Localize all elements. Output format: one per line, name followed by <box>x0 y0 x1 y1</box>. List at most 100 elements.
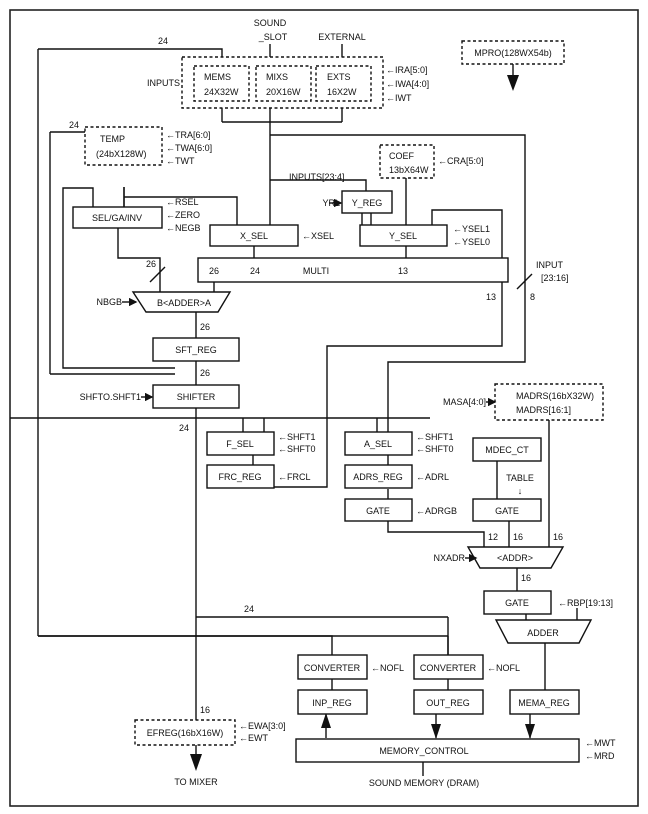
frc-reg-box <box>206 464 275 489</box>
y-sel-box <box>359 224 448 247</box>
converter-in-label: CONVERTER <box>304 663 361 673</box>
temp-name: TEMP <box>100 134 125 144</box>
adder-shape <box>494 619 593 644</box>
bus-width-12: 12 <box>488 532 498 542</box>
external-label: EXTERNAL <box>318 32 366 42</box>
bus-width-temp: 24 <box>69 120 79 130</box>
signal-nbgb: NBGB <box>96 297 122 307</box>
table-arrow-icon: ↓ <box>518 486 523 496</box>
sound-memory-label: SOUND MEMORY (DRAM) <box>369 778 479 788</box>
sft-reg-box <box>152 337 240 362</box>
signal-nxadr: NXADR <box>433 553 465 563</box>
exts-size: 16X2W <box>327 87 357 97</box>
mems-name: MEMS <box>204 72 231 82</box>
adrs-reg-label: ADRS_REG <box>353 472 403 482</box>
efreg-box <box>134 719 236 746</box>
sel-ga-inv-label: SEL/GA/INV <box>92 213 142 223</box>
gate-m-label: GATE <box>495 506 519 516</box>
signal-shft: SHFTO.SHFT1 <box>80 392 141 402</box>
gate-m-box <box>472 498 542 522</box>
mpro-box <box>461 40 565 65</box>
mdec-ct-label: MDEC_CT <box>485 445 529 455</box>
madrs-line2: MADRS[16:1] <box>516 405 571 415</box>
x-sel-label: X_SEL <box>240 231 268 241</box>
converter-out-box <box>413 654 484 680</box>
signal-cra: ←CRA[5:0] <box>438 156 484 166</box>
bus-width-26-adder: 26 <box>200 322 210 332</box>
gate-out-box <box>483 590 552 615</box>
bus-width-16-madrs: 16 <box>553 532 563 542</box>
signal-ewt: ←EWT <box>239 733 268 743</box>
signal-iwa: ←IWA[4:0] <box>386 79 429 89</box>
temp-box <box>84 126 163 166</box>
a-sel-label: A_SEL <box>364 439 392 449</box>
signal-xsel: ←XSEL <box>302 231 334 241</box>
mpro-label: MPRO(128WX54b) <box>474 48 552 58</box>
exts-box <box>315 65 372 102</box>
multi-width-26: 26 <box>209 266 219 276</box>
bus-width-16-gate: 16 <box>513 532 523 542</box>
gate-a-box <box>344 498 413 522</box>
signal-ewa: ←EWA[3:0] <box>239 721 286 731</box>
sound-slot-label-1: SOUND <box>254 18 287 28</box>
signal-shft0-f: ←SHFT0 <box>278 444 316 454</box>
signal-adrgb: ←ADRGB <box>416 506 457 516</box>
signal-rbp: ←RBP[19:13] <box>558 598 613 608</box>
memory-control-label: MEMORY_CONTROL <box>379 746 468 756</box>
multi-label: MULTI <box>303 266 329 276</box>
mixs-size: 20X16W <box>266 87 301 97</box>
signal-twa: ←TWA[6:0] <box>166 143 212 153</box>
outer-frame <box>9 9 639 807</box>
y-reg-label: Y_REG <box>352 198 383 208</box>
table-label: TABLE <box>506 473 534 483</box>
signal-adrl: ←ADRL <box>416 472 449 482</box>
efreg-label: EFREG(16bX16W) <box>147 728 224 738</box>
gate-a-label: GATE <box>366 506 390 516</box>
signal-shft1-f: ←SHFT1 <box>278 432 316 442</box>
coef-size: 13bX64W <box>389 165 429 175</box>
gate-out-label: GATE <box>505 598 529 608</box>
signal-negb: ←NEGB <box>166 223 201 233</box>
signal-zero: ←ZERO <box>166 210 200 220</box>
f-sel-box <box>206 431 275 456</box>
mema-reg-box <box>509 689 580 715</box>
f-sel-label: F_SEL <box>226 439 254 449</box>
input-bus-label-2: [23:16] <box>541 273 569 283</box>
inputs-label: INPUTS <box>147 78 180 88</box>
signal-nofl-in: ←NOFL <box>371 663 404 673</box>
sound-slot-label-2: _SLOT <box>258 32 288 42</box>
frc-reg-label: FRC_REG <box>218 472 261 482</box>
x-sel-box <box>209 224 299 247</box>
mixs-name: MIXS <box>266 72 288 82</box>
bus-width-24-bottom: 24 <box>244 604 254 614</box>
signal-twt: ←TWT <box>166 156 195 166</box>
signal-shft1-a: ←SHFT1 <box>416 432 454 442</box>
bus-width-top: 24 <box>158 36 168 46</box>
signal-mrd: ←MRD <box>585 751 615 761</box>
bus-width-24-shifter: 24 <box>179 423 189 433</box>
to-mixer-label: TO MIXER <box>174 777 218 787</box>
multi-width-13: 13 <box>398 266 408 276</box>
adder-ba-shape <box>131 291 232 313</box>
exts-name: EXTS <box>327 72 351 82</box>
memory-control-box <box>295 738 580 763</box>
signal-masa: MASA[4:0] <box>443 397 486 407</box>
addr-label: <ADDR> <box>497 553 533 563</box>
signal-mwt: ←MWT <box>585 738 616 748</box>
input-bus-label-1: INPUT <box>536 260 564 270</box>
sel-ga-inv-box <box>72 206 163 229</box>
bus-width-16-efreg: 16 <box>200 705 210 715</box>
bus-width-26-sft: 26 <box>200 368 210 378</box>
signal-ira: ←IRA[5:0] <box>386 65 428 75</box>
signal-shft0-a: ←SHFT0 <box>416 444 454 454</box>
out-reg-label: OUT_REG <box>426 698 470 708</box>
converter-in-box <box>297 654 368 680</box>
signal-ysel1: ←YSEL1 <box>453 224 490 234</box>
signal-rsel: ←RSEL <box>166 197 199 207</box>
mems-box <box>193 65 250 102</box>
signal-frcl: ←FRCL <box>278 472 311 482</box>
adrs-reg-box <box>344 464 413 489</box>
a-sel-box <box>344 431 413 456</box>
inputs-block: INPUTS MEMS 24X32W MIXS 20X16W EXTS 16X2… <box>147 56 429 109</box>
madrs-line1: MADRS(16bX32W) <box>516 391 594 401</box>
